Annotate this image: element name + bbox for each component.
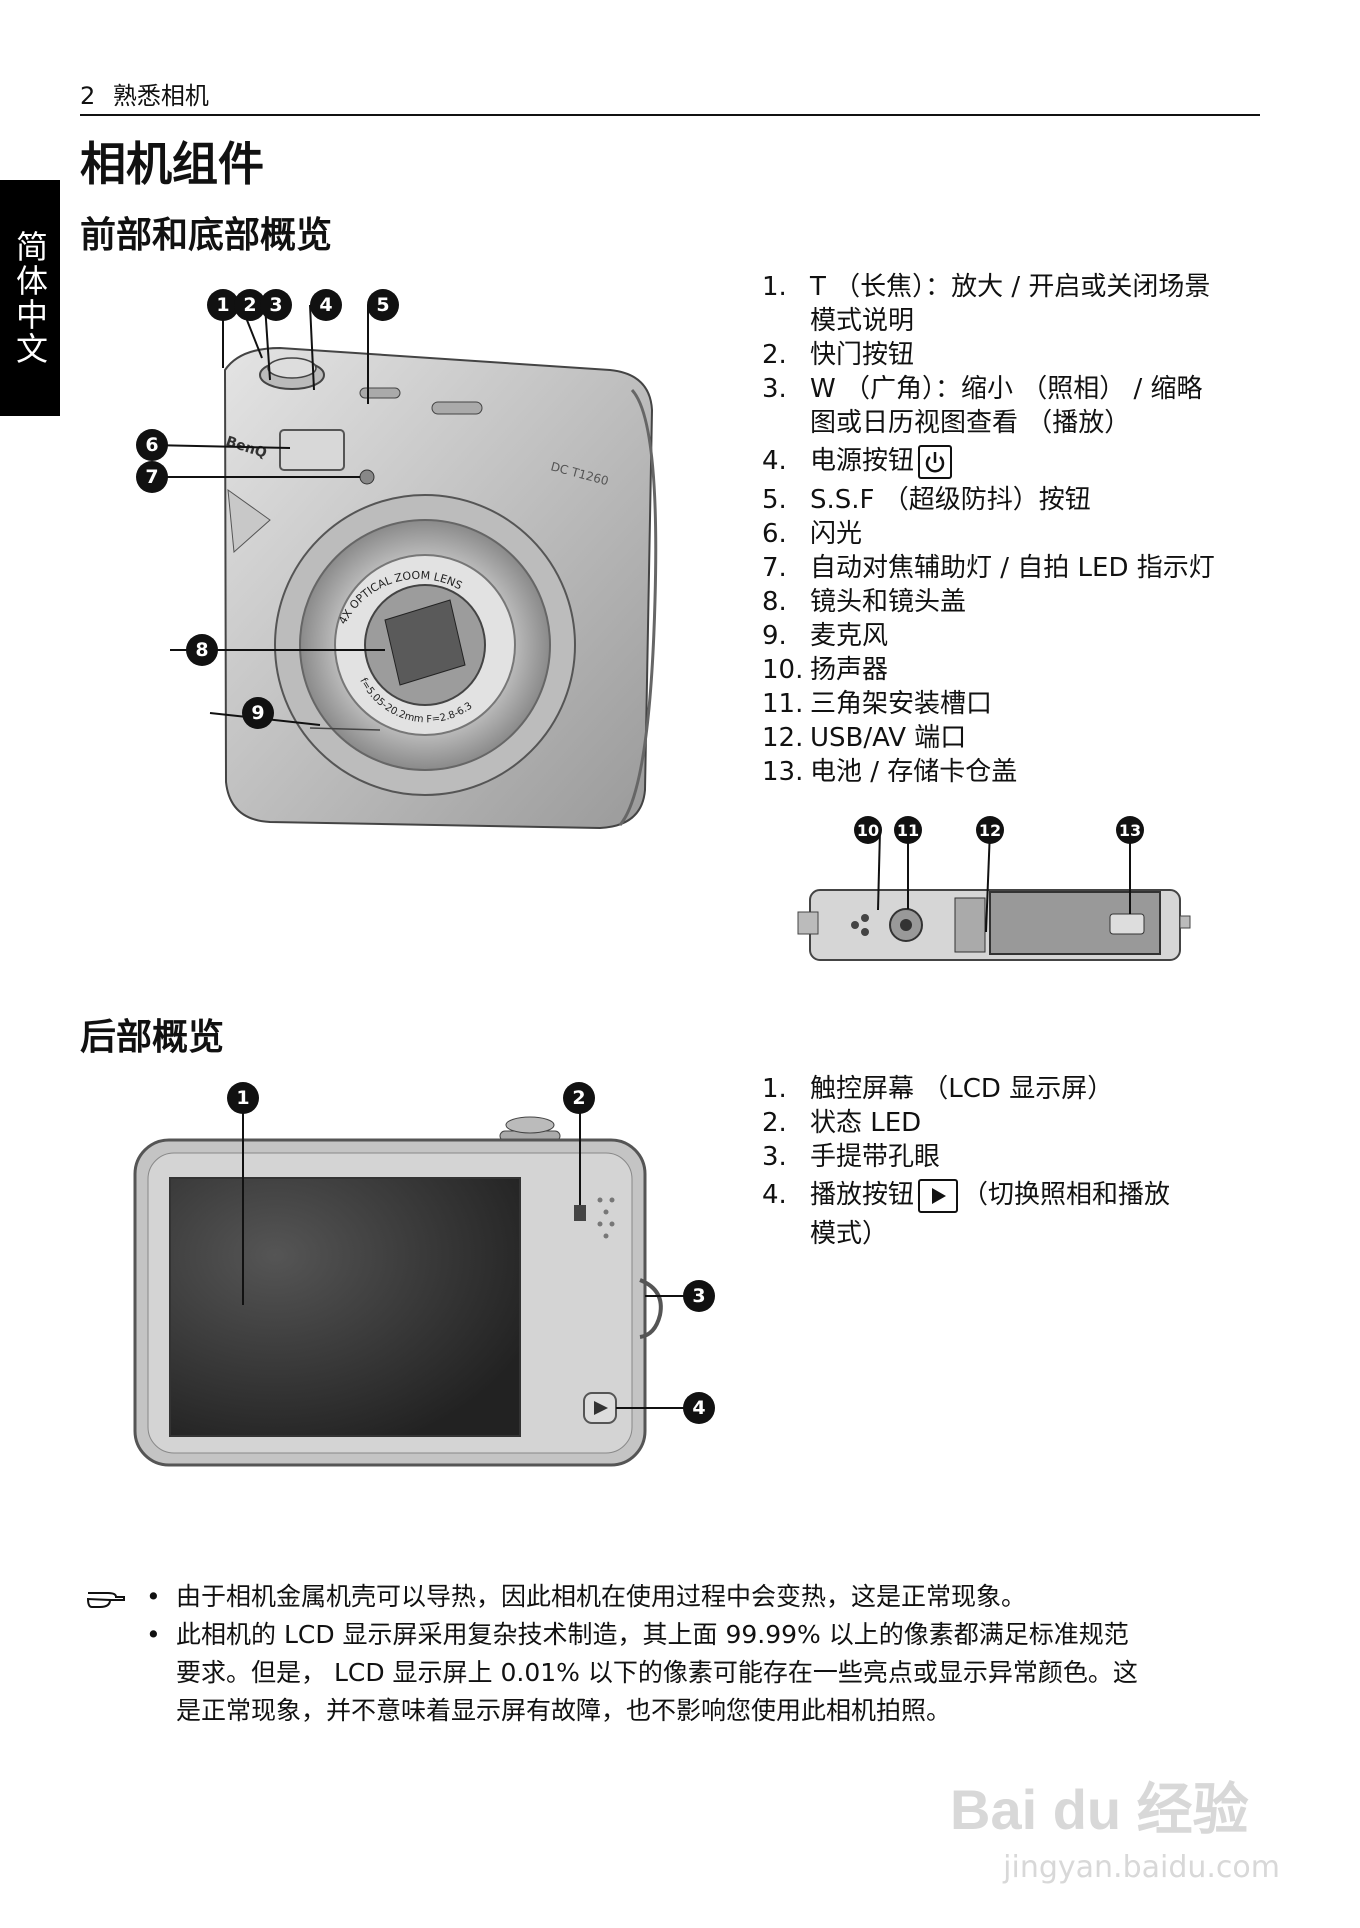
back-parts-list: 1.触控屏幕 （LCD 显示屏） 2.状态 LED 3.手提带孔眼 4. 播放按… <box>762 1072 1282 1251</box>
note-continuation: 要求。但是， LCD 显示屏上 0.01% 以下的像素可能存在一些亮点或显示异常… <box>176 1658 1138 1687</box>
back-section-title: 后部概览 <box>80 1017 225 1058</box>
list-item: 11.三角架安装槽口 <box>762 688 993 719</box>
watermark-logo: Bai du 经验 <box>950 1778 1249 1841</box>
list-item: 1.T （长焦）：放大 / 开启或关闭场景 <box>762 272 1211 302</box>
back-callout-4: 4 <box>683 1392 715 1424</box>
list-item: 图或日历视图查看 （播放） <box>810 408 1131 438</box>
list-item: 2.状态 LED <box>762 1108 922 1138</box>
callout-10: 10 <box>854 816 882 844</box>
note-item: •由于相机金属机壳可以导热，因此相机在使用过程中会变热，这是正常现象。 <box>146 1582 1027 1611</box>
list-item: 1.触控屏幕 （LCD 显示屏） <box>762 1074 1114 1104</box>
callout-5: 5 <box>367 289 399 321</box>
list-item: 4. 电源按钮 <box>762 444 1282 479</box>
list-item: 5.S.S.F （超级防抖）按钮 <box>762 484 1091 515</box>
back-callout-3: 3 <box>683 1280 715 1312</box>
page-header: 2 熟悉相机 <box>80 76 209 111</box>
callout-3: 3 <box>260 289 292 321</box>
callout-11: 11 <box>894 816 922 844</box>
list-item: 4. 播放按钮（切换照相和播放 <box>762 1178 1282 1213</box>
callout-4: 4 <box>310 289 342 321</box>
bottom-camera-illustration <box>797 829 1191 961</box>
callout-9: 9 <box>242 697 274 729</box>
front-camera-figure: BenQ 4X OPTICAL ZOOM LENS f=5.05-20.2mm … <box>130 270 710 850</box>
list-item: 13.电池 / 存储卡仓盖 <box>762 756 1018 787</box>
list-item: 6.闪光 <box>762 518 863 549</box>
callout-12: 12 <box>976 816 1004 844</box>
note-area: •由于相机金属机壳可以导热，因此相机在使用过程中会变热，这是正常现象。 •此相机… <box>86 1578 1270 1730</box>
front-parts-list: 1.T （长焦）：放大 / 开启或关闭场景 模式说明 2.快门按钮 3.W （广… <box>762 270 1282 789</box>
list-item: 模式） <box>810 1218 889 1249</box>
list-item: 2.快门按钮 <box>762 340 915 370</box>
list-item: 3.W （广角）：缩小 （照相） / 缩略 <box>762 374 1203 404</box>
list-item: 7.自动对焦辅助灯 / 自拍 LED 指示灯 <box>762 552 1215 583</box>
language-tab: 简体中文 <box>0 180 60 416</box>
callout-7: 7 <box>136 461 168 493</box>
callout-2: 2 <box>234 289 266 321</box>
play-icon <box>918 1178 959 1213</box>
back-camera-figure: 1 2 3 4 <box>120 1075 720 1495</box>
back-callout-2: 2 <box>563 1082 595 1114</box>
list-item: 模式说明 <box>810 306 915 336</box>
header-section: 熟悉相机 <box>112 82 209 110</box>
list-item: 12.USB/AV 端口 <box>762 722 967 753</box>
bottom-camera-figure: 10 11 12 13 <box>790 800 1210 980</box>
back-callout-1: 1 <box>227 1082 259 1114</box>
page-title: 相机组件 <box>80 137 264 191</box>
power-icon <box>918 444 953 479</box>
callout-13: 13 <box>1116 816 1144 844</box>
list-item: 3.手提带孔眼 <box>762 1142 941 1172</box>
front-camera-illustration: BenQ 4X OPTICAL ZOOM LENS f=5.05-20.2mm … <box>149 304 658 830</box>
note-item: •此相机的 LCD 显示屏采用复杂技术制造，其上面 99.99% 以上的像素都满… <box>146 1620 1129 1649</box>
header-rule <box>80 114 1260 116</box>
callout-1: 1 <box>207 289 239 321</box>
watermark-url: jingyan.baidu.com <box>1003 1850 1280 1885</box>
list-item: 10.扬声器 <box>762 654 889 685</box>
front-section-title: 前部和底部概览 <box>80 215 333 256</box>
note-continuation: 是正常现象，并不意味着显示屏有故障，也不影响您使用此相机拍照。 <box>176 1696 952 1725</box>
list-item: 8.镜头和镜头盖 <box>762 586 967 617</box>
baidu-watermark: Bai du 经验 jingyan.baidu.com <box>950 1765 1280 1885</box>
list-item: 9.麦克风 <box>762 620 889 651</box>
callout-8: 8 <box>186 634 218 666</box>
callout-6: 6 <box>136 429 168 461</box>
back-camera-illustration <box>133 1111 690 1467</box>
page-number: 2 <box>80 82 96 110</box>
pointing-hand-icon <box>86 1584 126 1610</box>
